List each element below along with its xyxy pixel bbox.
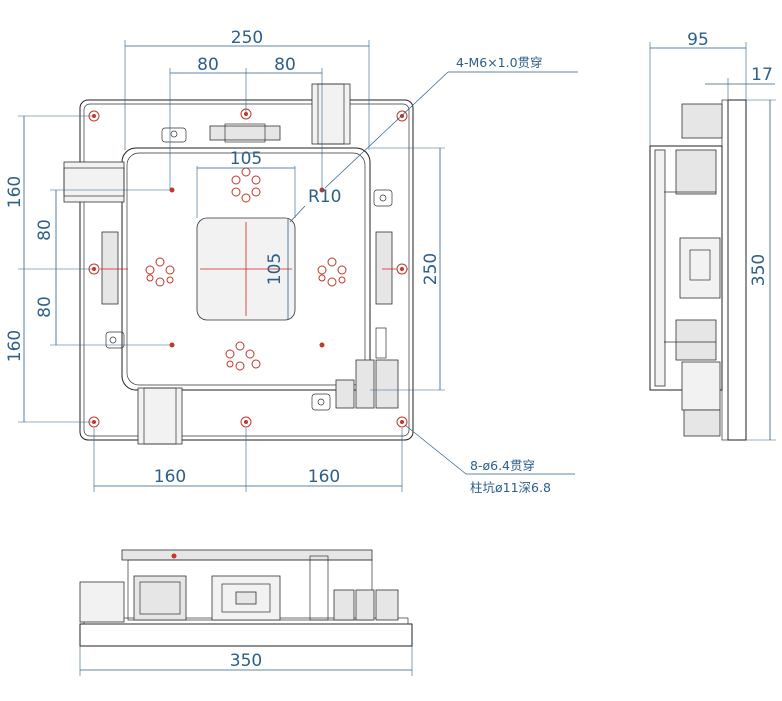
dim-side-17: 17 (751, 65, 773, 85)
dim-side-350: 350 (749, 254, 769, 286)
dim-left-160-bottom: 160 (5, 330, 25, 362)
front-view: 350 (79, 549, 413, 676)
dim-bottom-160-left: 160 (154, 467, 186, 487)
note-thread-holes: 4-M6×1.0贯穿 (456, 55, 543, 70)
dim-left-80-top: 80 (35, 219, 55, 241)
dim-side-95: 95 (687, 30, 709, 50)
dim-right-250: 250 (421, 253, 441, 285)
dim-left-80-bottom: 80 (35, 296, 55, 318)
top-view: 250 80 80 105 105 250 160 80 80 160 (5, 28, 578, 495)
side-view: 95 17 350 (649, 30, 776, 441)
dim-inner-105-v: 105 (265, 253, 285, 285)
front-motor (79, 581, 125, 623)
dim-top-250: 250 (231, 28, 263, 48)
hole-cluster-right (317, 257, 347, 287)
dim-bottom-160-right: 160 (308, 467, 340, 487)
hole-cluster-bottom (225, 341, 261, 371)
dim-top-80-right: 80 (274, 55, 296, 75)
base-plate (79, 99, 414, 441)
note-through-holes-1: 8-ø6.4贯穿 (470, 458, 535, 473)
left-motor (63, 161, 125, 203)
bottom-motor (137, 387, 183, 445)
hole-cluster-top (231, 167, 261, 203)
hole-cluster-left (145, 257, 175, 287)
dim-radius: R10 (308, 187, 341, 207)
dim-inner-105-h: 105 (230, 149, 262, 169)
dim-front-350: 350 (230, 651, 262, 671)
dim-top-80-left: 80 (197, 55, 219, 75)
dim-left-160-top: 160 (5, 176, 25, 208)
note-through-holes-2: 柱坑ø11深6.8 (470, 480, 551, 495)
